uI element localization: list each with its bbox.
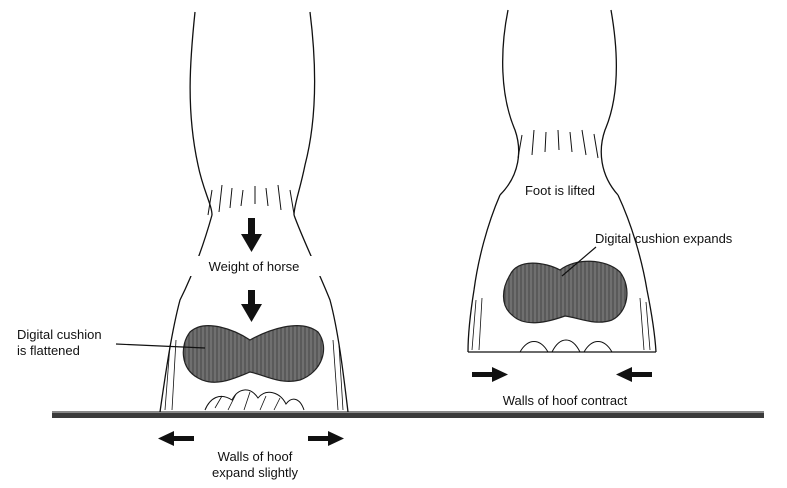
left-cushion-label-line2: is flattened (17, 343, 80, 358)
left-digital-cushion (183, 326, 323, 383)
right-digital-cushion (504, 261, 627, 323)
left-expand-arrow-left (158, 431, 194, 446)
right-contract-arrow-right (616, 367, 652, 382)
right-cushion-label: Digital cushion expands (595, 231, 733, 246)
right-walls-label: Walls of hoof contract (503, 393, 628, 408)
ground-line (52, 412, 764, 418)
weight-arrow-upper (241, 218, 262, 252)
foot-lifted-label: Foot is lifted (525, 183, 595, 198)
left-cushion-label-line1: Digital cushion (17, 327, 102, 342)
right-contract-arrow-left (472, 367, 508, 382)
left-walls-label-line2: expand slightly (212, 465, 298, 480)
left-walls-label-line1: Walls of hoof (218, 449, 293, 464)
left-expand-arrow-right (308, 431, 344, 446)
weight-arrow-lower (241, 290, 262, 322)
weight-label: Weight of horse (209, 259, 300, 274)
